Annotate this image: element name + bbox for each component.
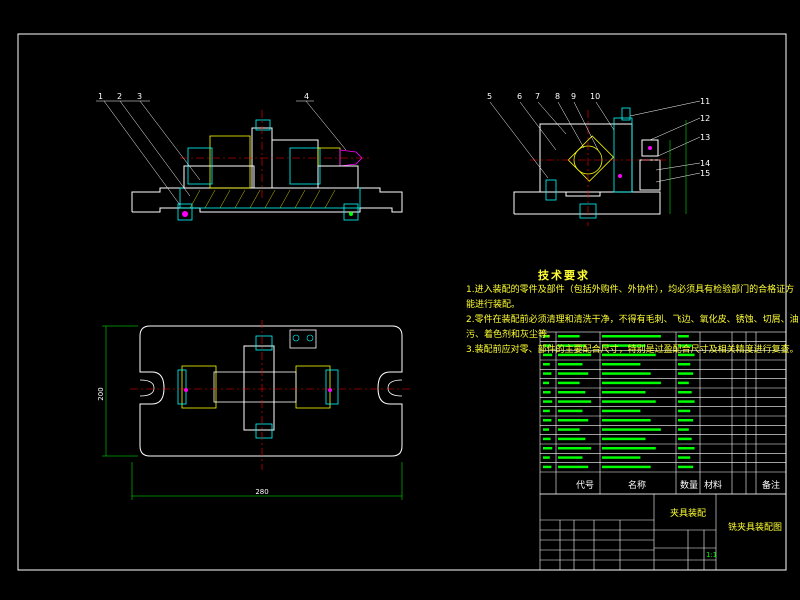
front-view [96, 100, 403, 221]
balloon-7: 7 [535, 92, 540, 101]
header-remark: 备注 [762, 481, 781, 491]
parts-list-cell-mark [602, 381, 661, 385]
plan-view [102, 320, 412, 500]
parts-list-cell-mark [678, 335, 689, 338]
requirement-item-3: 3.装配前应对零、部件的主要配合尺寸，特别是过盈配合尺寸及相关精度进行复查。 [466, 345, 799, 355]
parts-list-cell-mark [602, 409, 641, 413]
balloon-5: 5 [487, 92, 492, 101]
dimension-plan-width: 280 [255, 488, 268, 496]
parts-list-cell-mark [678, 363, 691, 366]
parts-list-cell-mark [678, 447, 695, 450]
parts-list-cell-mark [602, 335, 661, 338]
balloon-15: 15 [700, 169, 710, 178]
parts-list-cell-mark [558, 363, 583, 366]
parts-list-cell-mark [543, 391, 551, 394]
header-qty: 数量 [680, 481, 699, 491]
parts-list-cell-mark [678, 456, 691, 459]
balloon-4: 4 [304, 92, 309, 101]
parts-list-cell-mark [678, 372, 694, 375]
parts-list-cell-mark [543, 400, 553, 403]
side-view [489, 100, 701, 226]
parts-list-cell-mark [558, 465, 589, 469]
parts-list-cell-mark [602, 419, 651, 422]
parts-list-cell-mark [543, 353, 553, 357]
balloon-12: 12 [700, 114, 710, 123]
parts-list-cell-mark [602, 344, 646, 347]
parts-list-cell-mark [558, 456, 583, 459]
balloon-2: 2 [117, 92, 122, 101]
parts-list-cell-mark [543, 419, 552, 422]
balloon-9: 9 [571, 92, 576, 101]
parts-list-cell-mark [558, 344, 586, 347]
parts-list-cell-mark [543, 456, 550, 459]
parts-list-cell-mark [543, 465, 552, 469]
parts-list-cell-mark [678, 437, 692, 441]
balloon-3: 3 [137, 92, 142, 101]
balloon-8: 8 [555, 92, 560, 101]
parts-list-cell-mark [543, 409, 550, 413]
parts-list-cell-mark [543, 447, 553, 450]
parts-list-cell-mark [678, 400, 695, 403]
technical-requirements: 技术要求 1.进入装配的零件及部件（包括外购件、外协件），均必须具有检验部门的合… [466, 268, 800, 358]
parts-list-cell-mark [558, 335, 580, 338]
parts-list-cell-mark [558, 428, 580, 431]
parts-list-cell-mark [543, 363, 550, 366]
parts-list-cell-mark [558, 447, 592, 450]
parts-list-cell-mark [602, 372, 651, 375]
header-code: 代号 [576, 481, 595, 491]
balloon-10: 10 [590, 92, 600, 101]
side-view-balloons: 5 6 7 8 9 10 11 12 13 14 15 [487, 92, 710, 178]
parts-list-cell-mark [602, 400, 656, 403]
parts-list-cell-mark [678, 344, 692, 347]
balloon-6: 6 [517, 92, 522, 101]
parts-list-cell-mark [543, 381, 549, 385]
drawing-title: 铣夹具装配图 [728, 523, 783, 533]
balloon-13: 13 [700, 133, 710, 142]
parts-list-cell-mark [558, 372, 589, 375]
parts-list-cell-mark [543, 437, 551, 441]
parts-list-cell-mark [602, 456, 641, 459]
parts-list-cell-mark [543, 428, 549, 431]
parts-list-cell-mark [543, 372, 552, 375]
parts-list-cell-mark [678, 409, 691, 413]
parts-list-cell-mark [678, 353, 695, 357]
parts-list [539, 331, 787, 571]
scale-value: 1:1 [706, 551, 718, 559]
balloon-11: 11 [700, 97, 710, 106]
parts-list-cell-mark [558, 353, 592, 357]
dimension-plan-height: 200 [97, 387, 105, 400]
parts-list-cell-mark [602, 353, 656, 357]
parts-list-cell-mark [558, 381, 580, 385]
parts-list-cell-mark [602, 447, 656, 450]
parts-list-cell-mark [678, 465, 694, 469]
parts-list-cell-mark [558, 409, 583, 413]
parts-list-cell-mark [602, 428, 661, 431]
front-view-balloons: 1 2 3 4 [98, 92, 309, 101]
parts-list-cell-mark [558, 391, 586, 394]
parts-list-filler [543, 335, 695, 469]
parts-list-cell-mark [678, 428, 689, 431]
header-name: 名称 [628, 481, 647, 491]
parts-list-cell-mark [678, 381, 689, 385]
requirement-item-2: 2.零件在装配前必须清理和清洗干净，不得有毛刺、飞边、氧化皮、锈蚀、切屑、油污、… [466, 315, 799, 340]
parts-list-cell-mark [558, 437, 586, 441]
balloon-14: 14 [700, 159, 710, 168]
parts-list-cell-mark [602, 465, 651, 469]
balloon-1: 1 [98, 92, 103, 101]
parts-list-cell-mark [558, 419, 589, 422]
parts-list-cell-mark [678, 391, 692, 394]
header-material: 材料 [704, 481, 723, 491]
parts-list-cell-mark [678, 419, 694, 422]
parts-list-cell-mark [602, 363, 641, 366]
parts-list-cell-mark [558, 400, 592, 403]
technical-requirements-title: 技术要求 [538, 269, 590, 282]
parts-list-cell-mark [602, 391, 646, 394]
assembly-name: 夹具装配 [670, 509, 707, 519]
parts-list-cell-mark [543, 344, 551, 347]
parts-list-cell-mark [602, 437, 646, 441]
parts-list-cell-mark [543, 335, 549, 338]
requirement-item-1: 1.进入装配的零件及部件（包括外购件、外协件），均必须具有检验部门的合格证方能进… [466, 285, 795, 310]
drawing-frame [17, 33, 787, 571]
